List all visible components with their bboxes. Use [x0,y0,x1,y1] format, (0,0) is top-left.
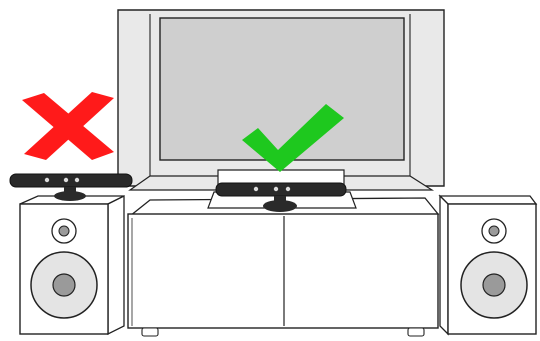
speaker-right-woofer-hub [483,274,505,296]
tv-stand-foot-left [142,328,158,336]
speaker-left-side [108,196,124,334]
speaker-left-woofer-hub [53,274,75,296]
sensor-correct-lens-1 [254,187,258,191]
speaker-right-tweeter-hub [489,226,499,236]
sensor-incorrect-base [54,191,86,201]
speaker-left [20,196,124,334]
tv-stand-body [128,214,438,328]
sensor-incorrect-lens-2 [64,178,68,182]
speaker-left-tweeter-hub [59,226,69,236]
tv-stand-foot-right [408,328,424,336]
speaker-right-side [440,196,448,334]
sensor-correct-lens-3 [286,187,290,191]
sensor-correct-lens-2 [274,187,278,191]
speaker-right-top [440,196,536,204]
sensor-incorrect-bar [10,174,132,187]
tv-stand [128,198,438,336]
speaker-right [440,196,536,334]
sensor-correct-base [263,200,297,212]
sensor-correct-bar [216,183,346,196]
sensor-incorrect-lens-1 [45,178,49,182]
tv-screen [160,18,404,160]
sensor-incorrect-lens-3 [75,178,79,182]
cross-mark [22,92,114,160]
